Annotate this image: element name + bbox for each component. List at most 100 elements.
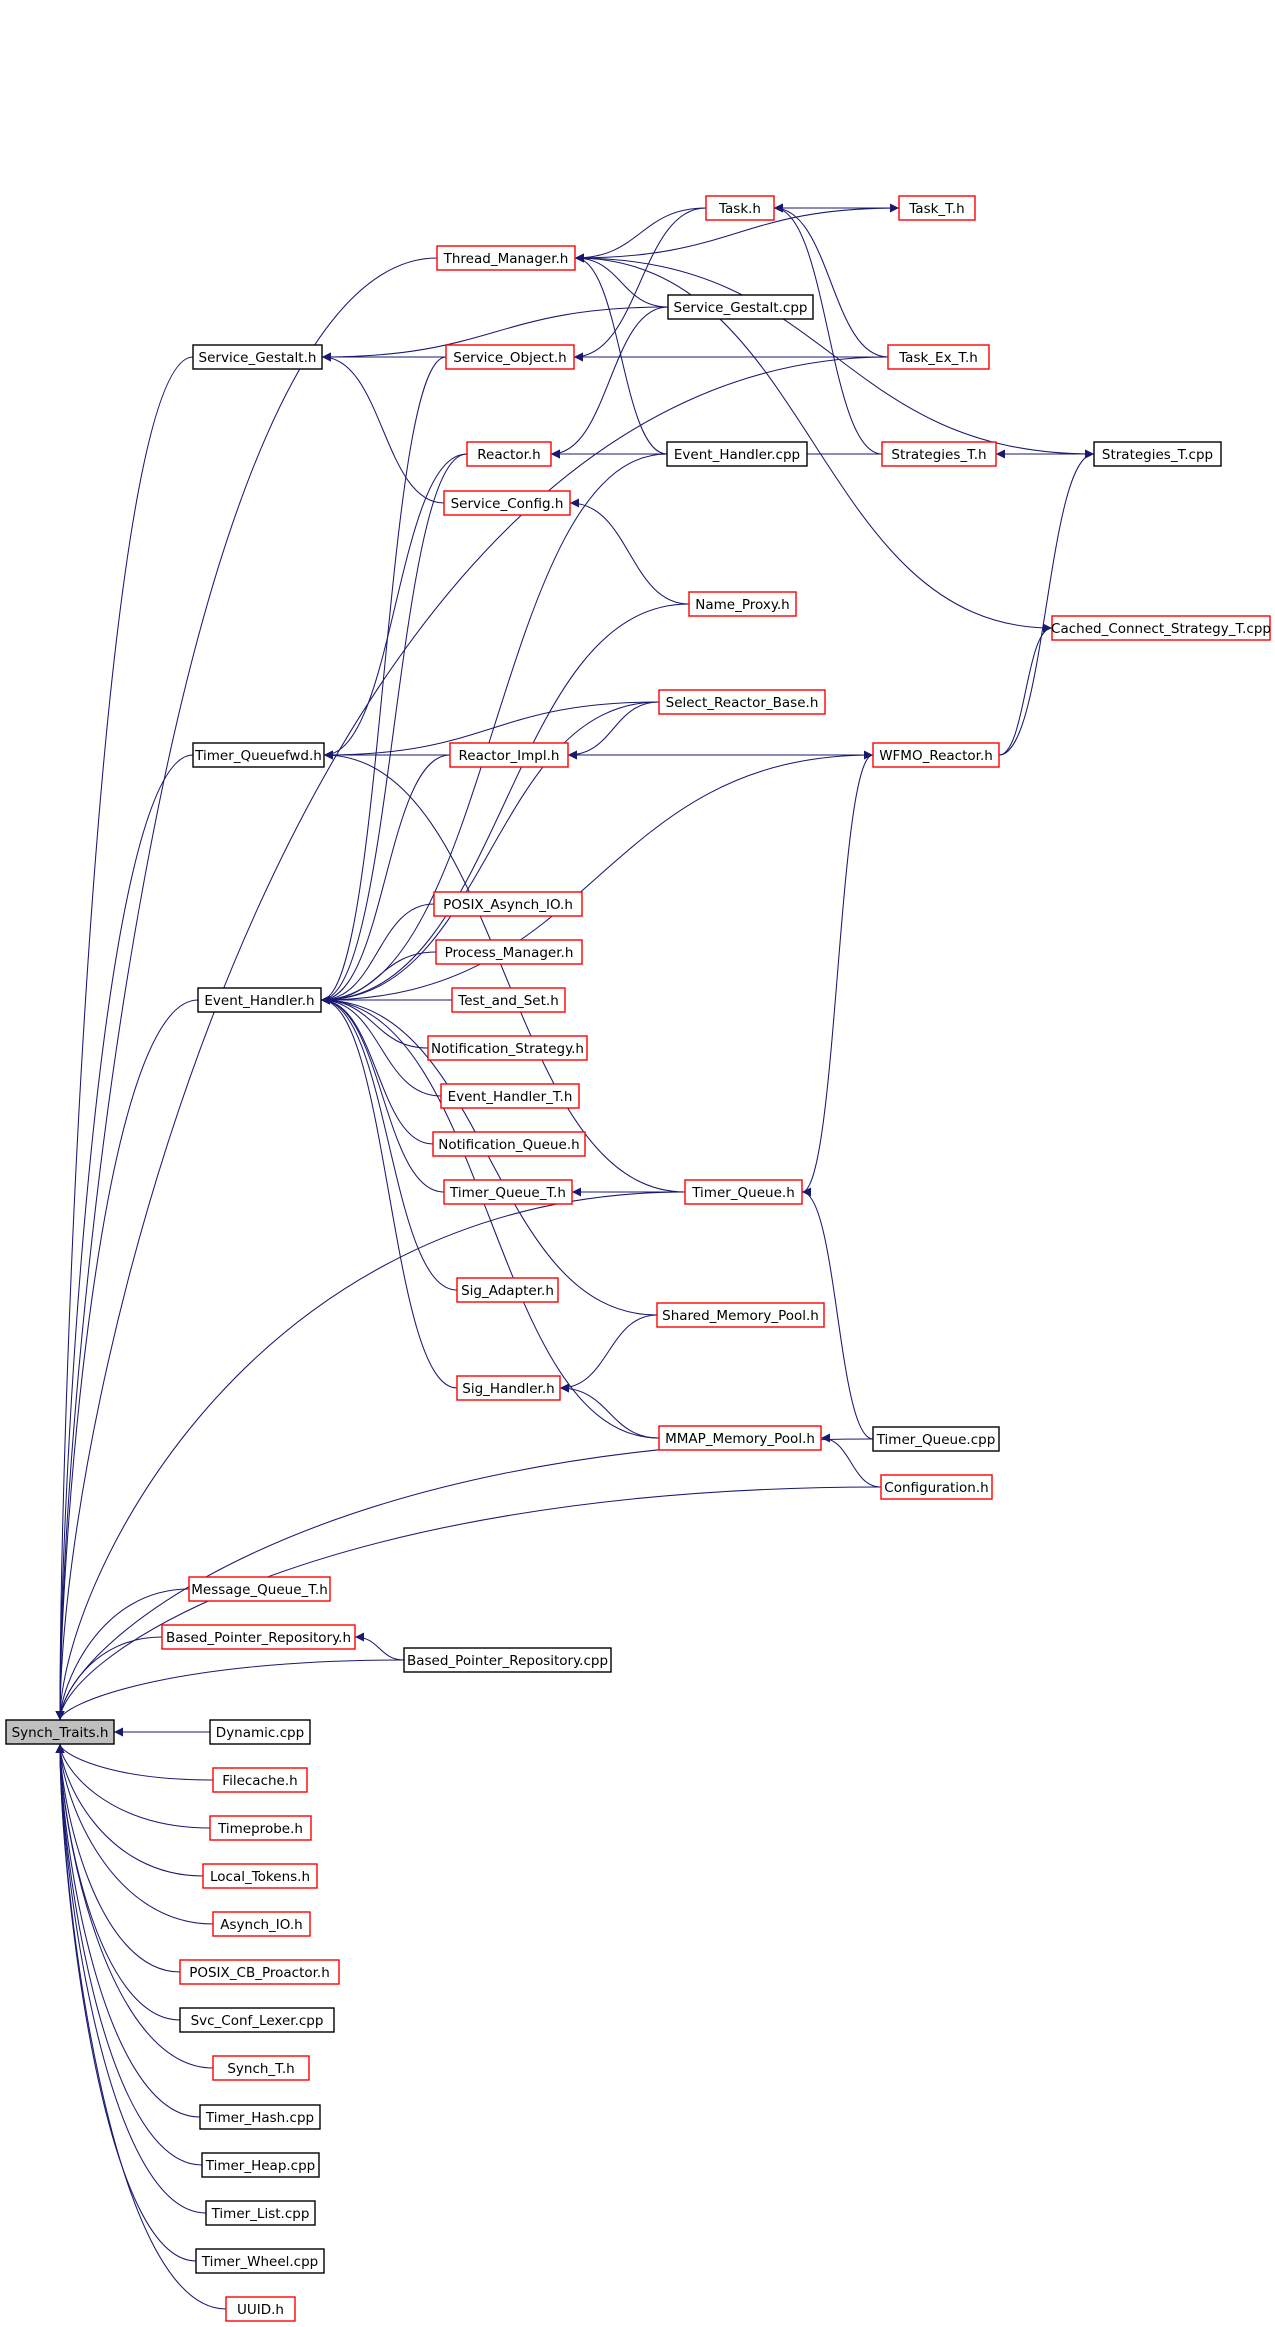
file-node-box [209,1815,312,1841]
dependency-edge [320,995,458,1291]
file-node-label: Task_Ex_T.h [898,350,978,366]
file-node-local-tokens[interactable]: Local_Tokens.h [202,1863,318,1889]
file-node-box [705,195,775,221]
file-node-sig-handler[interactable]: Sig_Handler.h [456,1375,561,1401]
file-node-svc-conf-lexer[interactable]: Svc_Conf_Lexer.cpp [179,2007,335,2033]
file-node-task-ex-t[interactable]: Task_Ex_T.h [887,344,990,370]
file-node-dynamic-cpp[interactable]: Dynamic.cpp [209,1719,311,1745]
file-node-box [212,1767,308,1793]
dependency-edge [773,203,883,455]
dependency-edges [55,203,1095,2310]
dependency-edge [55,1743,201,2118]
file-node-label: POSIX_Asynch_IO.h [443,897,573,913]
file-node-synch-t[interactable]: Synch_T.h [212,2055,310,2081]
file-node-service-gestalt-cpp[interactable]: Service_Gestalt.cpp [667,294,814,320]
file-node-event-handler-cpp[interactable]: Event_Handler.cpp [666,441,808,467]
file-node-notification-queue[interactable]: Notification_Queue.h [432,1131,586,1157]
dependency-edge [574,253,668,455]
file-node-filecache[interactable]: Filecache.h [212,1767,308,1793]
file-node-name-proxy[interactable]: Name_Proxy.h [688,591,797,617]
file-node-label: Asynch_IO.h [220,1917,302,1933]
file-node-label: Dynamic.cpp [216,1725,304,1741]
dependency-edge [559,1383,660,1439]
dependency-edge [801,750,874,1193]
file-node-box [456,1375,561,1401]
file-node-service-config[interactable]: Service_Config.h [443,490,571,516]
file-node-strategies-t-cpp[interactable]: Strategies_T.cpp [1093,441,1222,467]
file-node-timer-hash[interactable]: Timer_Hash.cpp [199,2104,321,2130]
file-node-posix-cb-proactor[interactable]: POSIX_CB_Proactor.h [179,1959,340,1985]
file-node-task-h[interactable]: Task.h [705,195,775,221]
file-node-synch-traits: Synch_Traits.h [5,1719,115,1745]
dependency-edge [320,995,660,1439]
file-node-mmap-memory-pool[interactable]: MMAP_Memory_Pool.h [658,1425,822,1451]
file-node-reactor-impl[interactable]: Reactor_Impl.h [449,742,569,768]
file-node-test-and-set[interactable]: Test_and_Set.h [451,987,566,1013]
file-node-label: Shared_Memory_Pool.h [662,1308,819,1324]
file-node-timer-queue-t[interactable]: Timer_Queue_T.h [443,1179,573,1205]
file-node-process-manager[interactable]: Process_Manager.h [435,939,583,965]
file-node-label: Strategies_T.cpp [1102,447,1213,463]
file-node-select-reactor-base[interactable]: Select_Reactor_Base.h [658,689,826,715]
file-node-timer-queue-cpp[interactable]: Timer_Queue.cpp [872,1426,1000,1452]
dependency-edge [55,1486,882,1721]
dependency-edge [998,623,1053,756]
file-node-event-handler-h[interactable]: Event_Handler.h [197,987,322,1013]
file-node-box [205,2200,316,2226]
file-node-box [427,1035,588,1061]
file-node-box [880,1474,993,1500]
file-node-box [451,987,566,1013]
file-node-service-gestalt-h[interactable]: Service_Gestalt.h [192,344,323,370]
file-node-asynch-io[interactable]: Asynch_IO.h [212,1911,311,1937]
dependency-edge [321,352,445,504]
file-node-label: Strategies_T.h [891,447,986,463]
file-node-box [435,939,583,965]
file-node-timer-heap[interactable]: Timer_Heap.cpp [201,2152,320,2178]
file-node-notification-strategy[interactable]: Notification_Strategy.h [427,1035,588,1061]
file-node-task-t[interactable]: Task_T.h [898,195,976,221]
dependency-edge [320,995,658,1316]
file-node-label: UUID.h [237,2302,284,2318]
file-node-timer-list[interactable]: Timer_List.cpp [205,2200,316,2226]
file-node-box [212,1911,311,1937]
file-node-label: Service_Gestalt.cpp [674,300,808,316]
dependency-edge [773,203,889,358]
dependency-edge [323,453,468,760]
file-node-posix-asynch-io[interactable]: POSIX_Asynch_IO.h [433,891,583,917]
file-node-strategies-t-h[interactable]: Strategies_T.h [881,441,997,467]
dependency-edge [320,903,435,1005]
file-node-sig-adapter[interactable]: Sig_Adapter.h [456,1277,559,1303]
file-node-box [443,490,571,516]
file-node-label: Name_Proxy.h [695,597,789,613]
dependency-edge [559,1314,658,1393]
file-node-event-handler-t[interactable]: Event_Handler_T.h [440,1083,580,1109]
file-node-uuid[interactable]: UUID.h [225,2296,296,2322]
file-node-label: Timer_Queue_T.h [449,1185,566,1201]
file-node-label: Timeprobe.h [217,1821,303,1837]
file-node-shared-memory-pool[interactable]: Shared_Memory_Pool.h [656,1302,825,1328]
file-node-label: Timer_List.cpp [211,2206,310,2222]
file-node-timer-queuefwd[interactable]: Timer_Queuefwd.h [192,742,325,768]
file-node-configuration[interactable]: Configuration.h [880,1474,993,1500]
file-node-label: Based_Pointer_Repository.cpp [407,1653,608,1669]
dependency-edge [55,999,199,1721]
file-node-message-queue-t[interactable]: Message_Queue_T.h [188,1576,331,1602]
file-node-based-pointer-repo-cpp[interactable]: Based_Pointer_Repository.cpp [403,1647,612,1673]
file-node-timeprobe[interactable]: Timeprobe.h [209,1815,312,1841]
file-node-box [658,689,826,715]
file-node-based-pointer-repo-h[interactable]: Based_Pointer_Repository.h [161,1624,356,1650]
file-node-wfmo-reactor[interactable]: WFMO_Reactor.h [872,742,1000,768]
file-node-box [656,1302,825,1328]
file-node-label: Task.h [718,201,761,217]
file-node-timer-wheel[interactable]: Timer_Wheel.cpp [195,2248,325,2274]
dependency-edge [574,253,1095,455]
file-node-service-object[interactable]: Service_Object.h [445,344,575,370]
dependency-edge [55,1743,204,1877]
file-node-thread-manager[interactable]: Thread_Manager.h [436,245,576,271]
file-node-label: Timer_Queue.cpp [876,1432,996,1448]
file-node-timer-queue-h[interactable]: Timer_Queue.h [684,1179,803,1205]
file-node-label: POSIX_CB_Proactor.h [189,1965,330,1981]
file-node-cached-connect[interactable]: Cached_Connect_Strategy_T.cpp [1051,615,1271,641]
file-node-reactor-h[interactable]: Reactor.h [466,441,552,467]
file-node-box [179,2007,335,2033]
